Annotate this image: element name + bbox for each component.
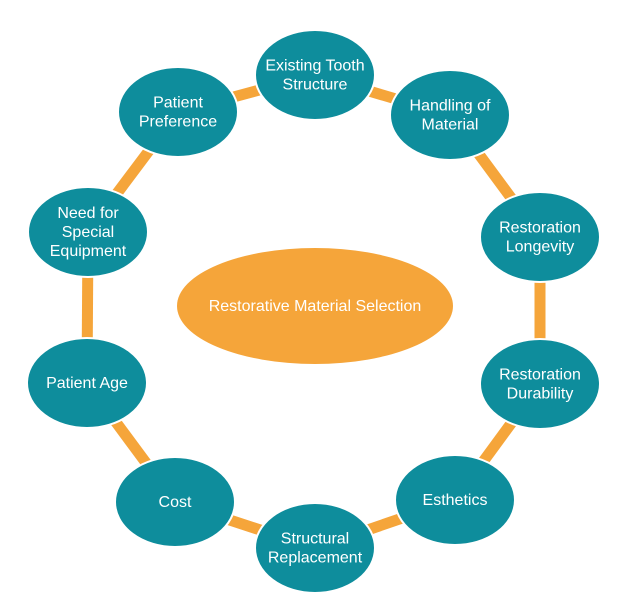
center-layer: Restorative Material Selection <box>177 248 453 364</box>
cycle-node-ellipse <box>479 338 601 430</box>
cycle-node-label: Replacement <box>268 550 363 567</box>
cycle-node-label: Preference <box>139 114 217 131</box>
cycle-node-label: Restoration <box>499 220 581 237</box>
cycle-node-label: Material <box>422 117 479 134</box>
cycle-node-label: Cost <box>159 494 192 511</box>
cycle-node-ellipse <box>254 502 376 594</box>
cycle-node-ellipse <box>389 69 511 161</box>
cycle-node-label: Restoration <box>499 367 581 384</box>
cycle-node-label: Longevity <box>506 239 575 256</box>
cycle-node-ellipse <box>117 66 239 158</box>
cycle-node-ellipse <box>27 186 149 278</box>
cycle-node-label: Esthetics <box>423 492 488 509</box>
cycle-node-ellipse <box>254 29 376 121</box>
cycle-node-label: Structure <box>283 77 348 94</box>
cycle-node-ellipse <box>394 454 516 546</box>
cycle-node-label: Existing Tooth <box>265 58 364 75</box>
center-label: Restorative Material Selection <box>209 298 422 315</box>
cycle-node-ellipse <box>114 456 236 548</box>
cycle-node: Handling of Material <box>389 69 511 161</box>
cycle-node-label: Equipment <box>50 243 127 260</box>
cycle-node-label: Structural <box>281 531 349 548</box>
center-ellipse <box>177 248 453 364</box>
cycle-node-label: Need for <box>57 205 119 222</box>
cycle-node-label: Handling of <box>410 98 492 115</box>
cycle-node-ellipse <box>26 337 148 429</box>
cycle-node-label: Durability <box>507 386 574 403</box>
cycle-node: Esthetics <box>394 454 516 546</box>
cycle-node: Cost <box>114 456 236 548</box>
cycle-node-label: Patient <box>153 95 203 112</box>
cycle-node-label: Patient Age <box>46 375 128 392</box>
cycle-node: Patient Age <box>26 337 148 429</box>
cycle-node-label: Special <box>62 224 114 241</box>
cycle-node-ellipse <box>479 191 601 283</box>
